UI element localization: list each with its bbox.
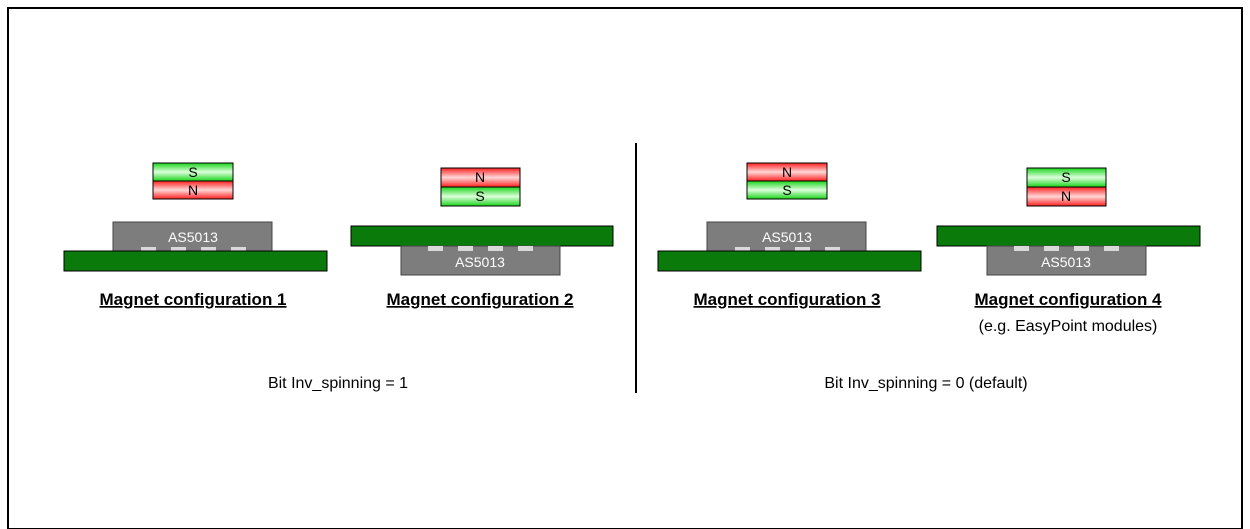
- magnet-3-bottom-label: S: [782, 182, 791, 198]
- magnet-1: S N: [152, 162, 234, 200]
- config-4-title: Magnet configuration 4: [975, 290, 1163, 309]
- chip-4: [986, 245, 1147, 276]
- magnet-2-bottom-label: S: [475, 188, 484, 204]
- chip-1-pads: [141, 247, 246, 252]
- magnet-4-bottom-pole: [1026, 186, 1107, 207]
- magnet-2: N S: [440, 167, 521, 207]
- magnet-3-top-label: N: [782, 164, 792, 180]
- config-2-title: Magnet configuration 2: [387, 290, 574, 309]
- pcb-2: [350, 225, 614, 247]
- magnet-3: N S: [746, 162, 828, 200]
- pcb-3: [657, 250, 922, 272]
- magnet-1-bottom-pole: [152, 180, 234, 200]
- chip-2: [400, 245, 561, 276]
- config-1-title: Magnet configuration 1: [100, 290, 287, 309]
- group-2-label: Bit Inv_spinning = 0 (default): [824, 375, 1027, 392]
- config-3: N S AS5013 Magnet configuration 3: [657, 162, 922, 309]
- config-4: S N AS5013 Magnet configuration 4 (e.g. …: [936, 167, 1201, 335]
- chip-3: [706, 221, 867, 253]
- chip-3-pads: [735, 247, 840, 252]
- chip-2-label: AS5013: [455, 254, 505, 270]
- chip-4-label: AS5013: [1041, 254, 1091, 270]
- chip-4-pads: [1014, 246, 1119, 251]
- pcb-4: [936, 225, 1201, 247]
- pcb-1: [63, 250, 328, 272]
- magnet-4-top-label: S: [1061, 169, 1070, 185]
- config-4-subtitle: (e.g. EasyPoint modules): [979, 318, 1158, 335]
- config-2: N S AS5013 Magnet configuration 2: [350, 167, 614, 309]
- config-1: S N AS5013 Magnet configuration 1: [63, 162, 328, 309]
- group-1-label: Bit Inv_spinning = 1: [268, 375, 408, 392]
- magnet-1-bottom-label: N: [188, 182, 198, 198]
- magnet-4: S N: [1026, 167, 1107, 207]
- chip-2-pads: [428, 246, 533, 251]
- magnet-3-bottom-pole: [746, 180, 828, 200]
- magnet-2-top-label: N: [475, 169, 485, 185]
- config-3-title: Magnet configuration 3: [694, 290, 881, 309]
- chip-3-label: AS5013: [762, 229, 812, 245]
- chip-1-label: AS5013: [168, 229, 218, 245]
- magnet-4-bottom-label: N: [1061, 188, 1071, 204]
- magnet-1-top-label: S: [188, 164, 197, 180]
- outer-border: [7, 7, 1243, 529]
- magnet-2-bottom-pole: [440, 186, 521, 207]
